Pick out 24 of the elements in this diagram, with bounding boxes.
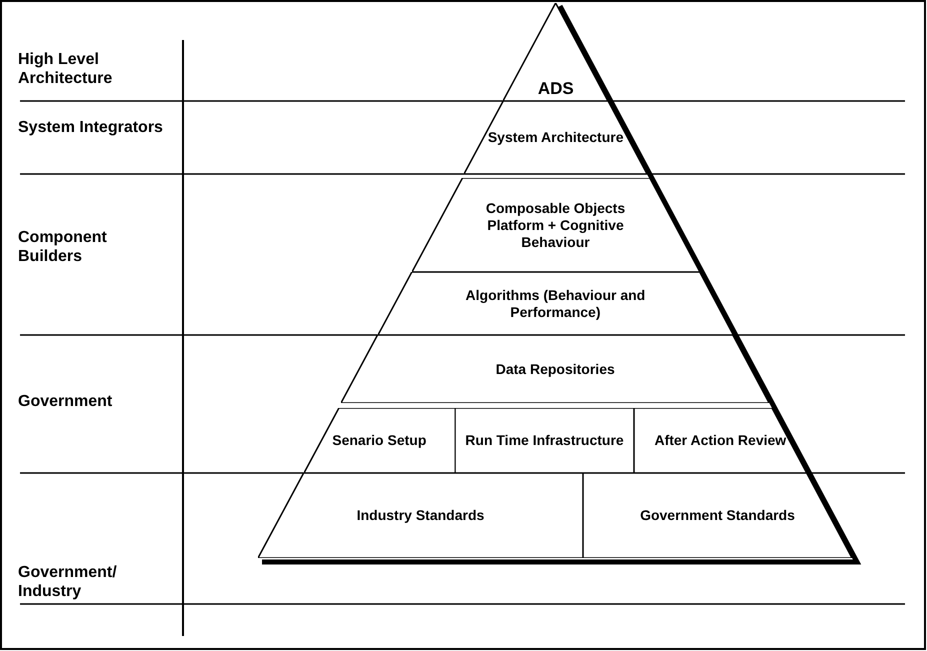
- pyramid-layer: [304, 408, 455, 473]
- layer-label: ADS: [538, 80, 574, 97]
- row-label: Government/ Industry: [18, 563, 118, 601]
- layer-label: Industry Standards: [356, 507, 484, 524]
- pyramid-layer: [341, 335, 770, 403]
- layer-label: Government Standards: [640, 507, 795, 524]
- pyramid-layer: [634, 408, 807, 473]
- layer-label: Data Repositories: [496, 360, 615, 378]
- pyramid-layer: [378, 272, 734, 335]
- row-label: System Integrators: [18, 118, 164, 137]
- layer-label: System Architecture: [488, 129, 624, 146]
- pyramid-layer: [455, 408, 634, 473]
- layer-label: Run Time Infrastructure: [465, 432, 624, 449]
- pyramid-layer: [464, 101, 648, 174]
- layer-label: Algorithms (Behaviour and Performance): [464, 286, 646, 320]
- pyramid-layer: [412, 178, 700, 272]
- row-label: Component Builders: [18, 228, 108, 266]
- layer-label: Senario Setup: [332, 432, 426, 449]
- layer-label: Platform + Cognitive Behaviour: [486, 216, 625, 250]
- layer-label: Composable Objects: [486, 200, 626, 216]
- layer-label: After Action Review: [654, 432, 786, 449]
- pyramid-layer: [503, 3, 608, 101]
- row-label: Government: [18, 392, 114, 411]
- row-label: High Level Architecture: [18, 50, 114, 88]
